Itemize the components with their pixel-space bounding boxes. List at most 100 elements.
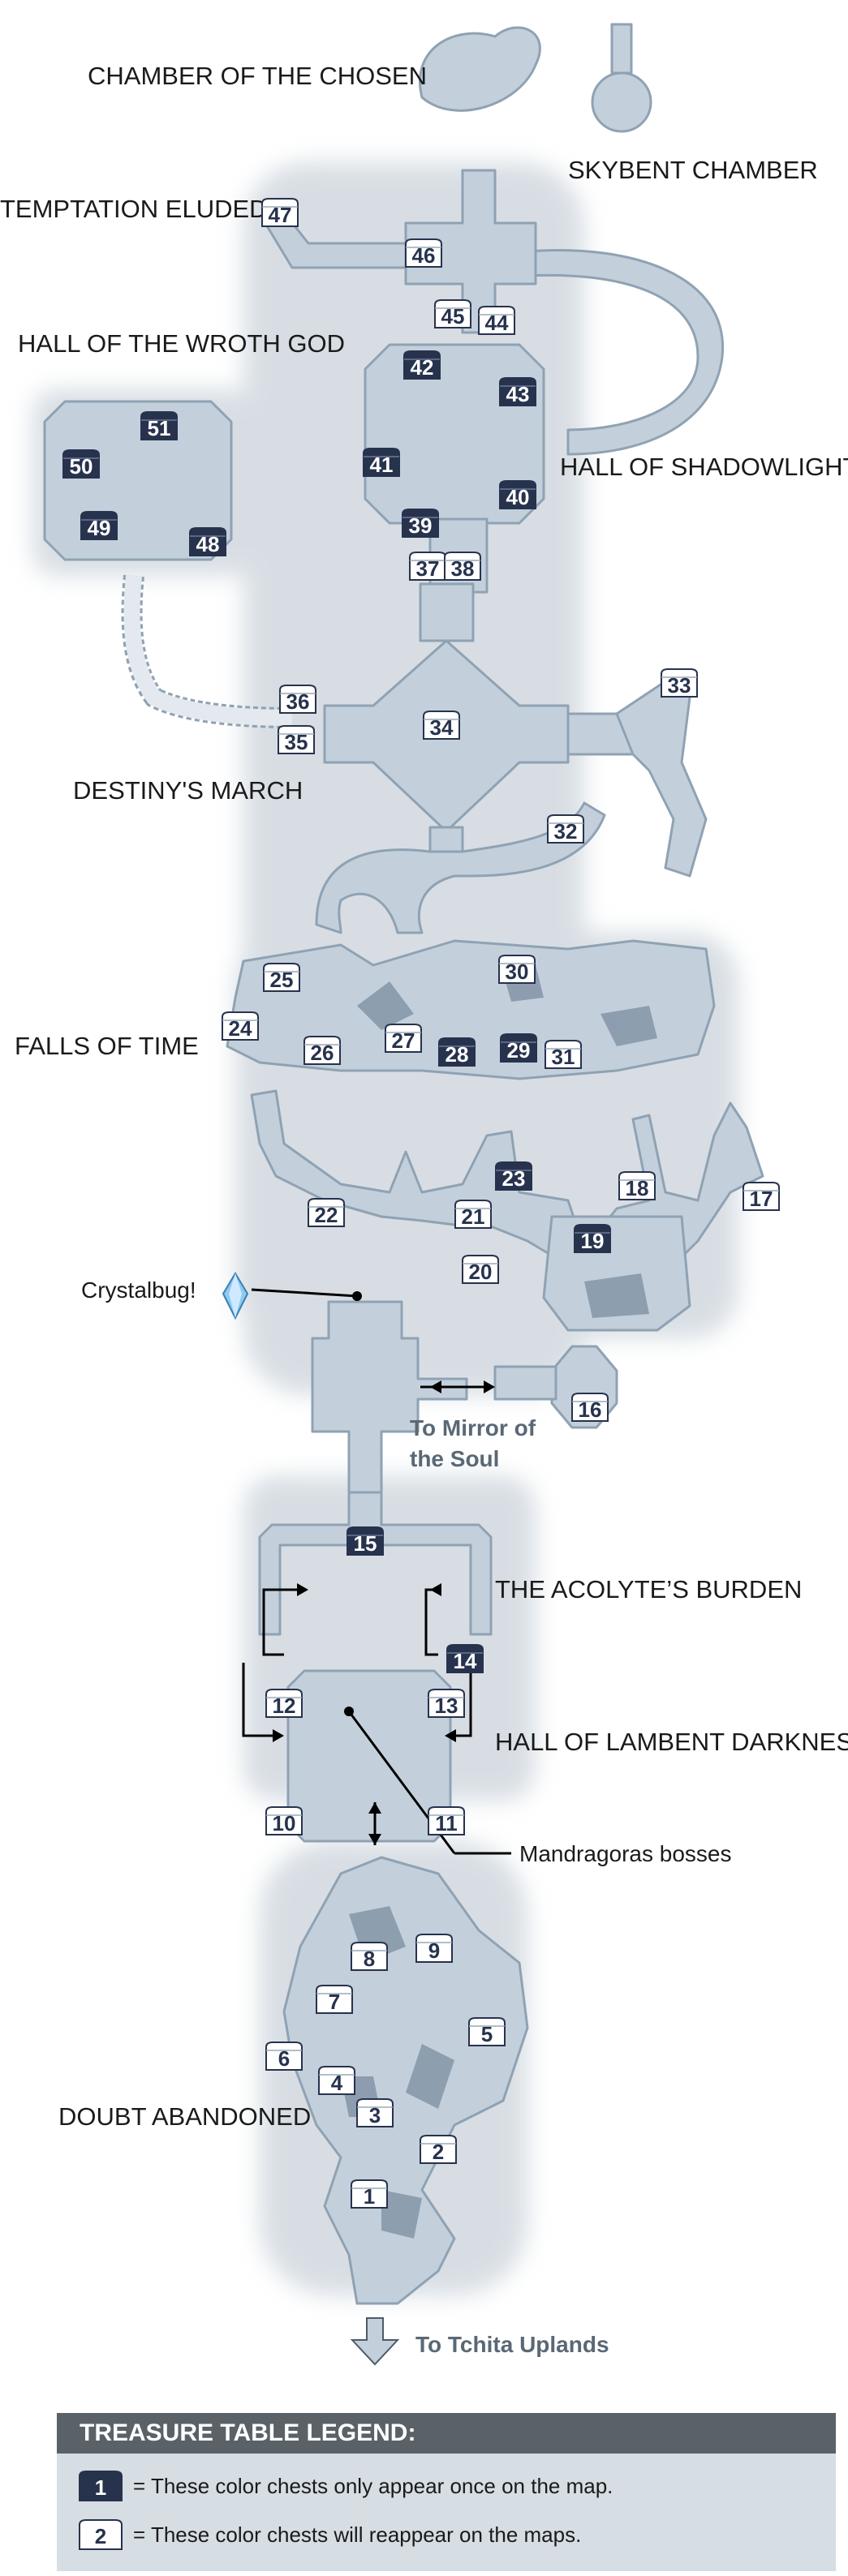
chest-number: 12 xyxy=(273,1694,296,1718)
hidden-path-core xyxy=(123,575,293,726)
chest-icon xyxy=(661,668,698,698)
chest-number: 28 xyxy=(446,1042,469,1067)
chest-37: 37 xyxy=(409,552,446,581)
chest-icon xyxy=(428,1689,465,1718)
chest-icon xyxy=(140,411,178,440)
legend-dark-number: 1 xyxy=(95,2475,106,2500)
chest-16: 16 xyxy=(571,1393,609,1422)
chest-number: 31 xyxy=(552,1045,575,1069)
label-acolytes-burden: THE ACOLYTE’S BURDEN xyxy=(495,1575,802,1604)
chest-11: 11 xyxy=(428,1806,465,1835)
shadowlight-loop xyxy=(526,249,725,456)
chest-number: 19 xyxy=(581,1229,605,1253)
chest-icon xyxy=(444,552,481,581)
treasure-legend: TREASURE TABLE LEGEND: 1 = These color c… xyxy=(57,2413,836,2571)
chest-number: 32 xyxy=(554,819,578,844)
chest-number: 25 xyxy=(270,968,294,992)
chest-icon xyxy=(420,2135,457,2164)
chest-icon xyxy=(347,1526,384,1556)
chest-number: 49 xyxy=(88,516,111,540)
chest-icon xyxy=(495,1161,532,1191)
exit-arrow-icon xyxy=(350,2317,400,2366)
chest-number: 8 xyxy=(364,1947,375,1971)
label-doubt-abandoned: DOUBT ABANDONED xyxy=(58,2102,311,2131)
legend-light-number: 2 xyxy=(95,2524,106,2548)
chest-21: 21 xyxy=(454,1200,492,1229)
chest-27: 27 xyxy=(385,1024,422,1053)
chest-number: 17 xyxy=(750,1187,773,1211)
chest-icon xyxy=(265,1806,303,1835)
label-mirror-line2: the Soul xyxy=(410,1446,499,1471)
chest-51: 51 xyxy=(140,411,178,440)
chest-number: 51 xyxy=(148,416,171,440)
area-labels: CHAMBER OF THE CHOSEN SKYBENT CHAMBER TE… xyxy=(0,62,848,2357)
chest-icon xyxy=(356,2098,394,2127)
legend-reappear-text: = These color chests will reappear on th… xyxy=(133,2522,582,2547)
crystalbug-cross-room xyxy=(311,1300,468,1494)
chest-number: 23 xyxy=(502,1166,526,1191)
lower-falls-west xyxy=(250,1089,586,1267)
chest-icon xyxy=(80,511,118,540)
chest-number: 20 xyxy=(469,1260,493,1284)
chest-28: 28 xyxy=(438,1037,476,1067)
map-arrowheads xyxy=(273,1291,495,1845)
chest-number: 3 xyxy=(369,2103,381,2127)
chest-24: 24 xyxy=(222,1011,259,1041)
hall-of-lambent-darkness xyxy=(286,1669,452,1843)
chest-number: 42 xyxy=(411,355,434,380)
chest-25: 25 xyxy=(263,963,300,992)
chest-icon xyxy=(278,725,315,754)
chest-22: 22 xyxy=(308,1198,345,1227)
chest-3: 3 xyxy=(356,2098,394,2127)
chest-number: 48 xyxy=(196,532,220,556)
chest-number: 50 xyxy=(70,454,93,479)
label-skybent-chamber: SKYBENT CHAMBER xyxy=(568,156,818,184)
chest-12: 12 xyxy=(265,1689,303,1718)
chest-35: 35 xyxy=(278,725,315,754)
chest-icon xyxy=(462,1255,499,1284)
chest-icon xyxy=(261,198,299,227)
label-crystalbug: Crystalbug! xyxy=(81,1277,196,1303)
map-floor xyxy=(43,23,764,2305)
chest-icon xyxy=(316,1985,353,2014)
chest-number: 35 xyxy=(285,730,308,754)
chest-icon xyxy=(351,1942,388,1971)
chest-icon xyxy=(454,1200,492,1229)
chest-number: 22 xyxy=(315,1203,338,1227)
chest-17: 17 xyxy=(743,1182,780,1211)
chest-number: 38 xyxy=(451,556,475,581)
chest-icon xyxy=(363,448,400,477)
chest-icon xyxy=(499,480,536,509)
chest-30: 30 xyxy=(498,955,536,984)
chest-number: 36 xyxy=(286,689,310,714)
chest-icon xyxy=(265,1689,303,1718)
chest-number: 14 xyxy=(454,1649,477,1673)
chest-2: 2 xyxy=(420,2135,457,2164)
chest-icon xyxy=(265,2041,303,2071)
chest-40: 40 xyxy=(499,480,536,509)
chest-number: 5 xyxy=(481,2022,493,2046)
label-hall-of-lambent-darkness: HALL OF LAMBENT DARKNESS xyxy=(495,1728,848,1756)
chest-41: 41 xyxy=(363,448,400,477)
chest-icon xyxy=(438,1037,476,1067)
chest-9: 9 xyxy=(415,1934,453,1963)
acolytes-burden xyxy=(258,1491,493,1636)
legend-row-reappear: 2 = These color chests will reappear on … xyxy=(76,2512,581,2557)
chest-number: 47 xyxy=(269,203,292,227)
chest-number: 34 xyxy=(430,715,454,740)
chest-26: 26 xyxy=(303,1036,341,1065)
chest-39: 39 xyxy=(402,509,439,538)
chest-42: 42 xyxy=(403,350,441,380)
skybent-chamber xyxy=(591,71,652,133)
chest-18: 18 xyxy=(618,1171,656,1200)
chest-number: 9 xyxy=(428,1938,440,1963)
chest-icon xyxy=(500,1033,537,1063)
chest-number: 11 xyxy=(435,1811,458,1835)
chest-number: 15 xyxy=(354,1531,377,1556)
label-to-tchita-uplands: To Tchita Uplands xyxy=(415,2332,609,2357)
chest-icon xyxy=(468,2017,506,2046)
chest-23: 23 xyxy=(495,1161,532,1191)
chest-icon xyxy=(434,299,471,328)
chest-14: 14 xyxy=(446,1644,484,1673)
